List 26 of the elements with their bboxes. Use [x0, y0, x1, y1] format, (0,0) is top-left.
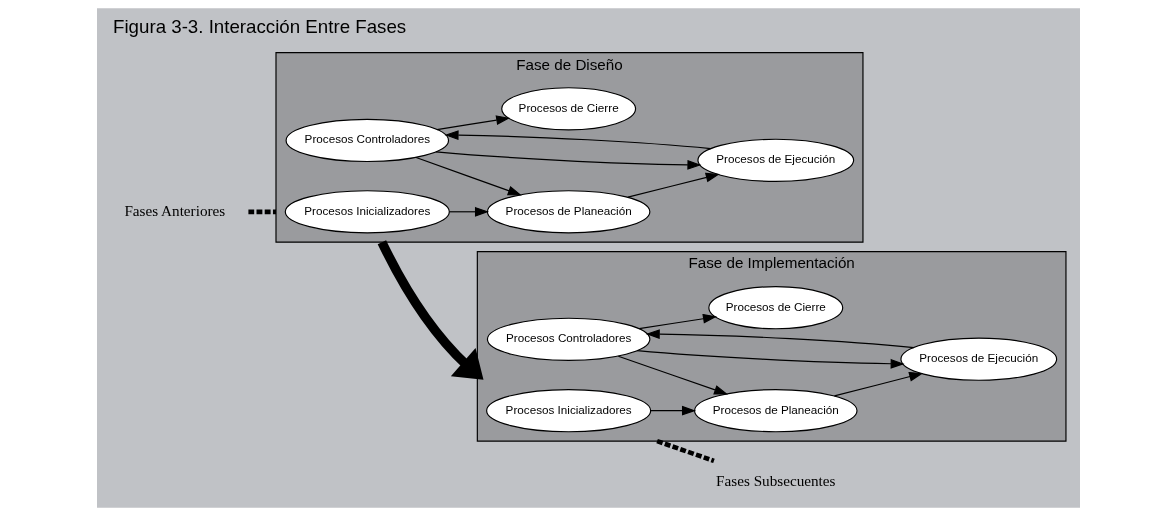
- connector: [655, 438, 715, 464]
- arrow: [435, 115, 510, 131]
- node-ellipse: Procesos de Planeación: [486, 190, 650, 234]
- node-ellipse: Procesos Inicializadores: [284, 190, 450, 234]
- arrow: [645, 329, 915, 349]
- node-ellipse: Procesos Controladores: [486, 317, 650, 361]
- node-text: Fases Subsecuentes: [715, 472, 835, 490]
- arrow: [636, 350, 905, 369]
- arrow: [415, 156, 522, 196]
- arrow: [444, 130, 711, 150]
- arrow: [617, 355, 728, 395]
- connector: [247, 209, 276, 215]
- arrow: [638, 313, 717, 330]
- arrow: [649, 405, 696, 416]
- arrow: [434, 151, 701, 170]
- node-ellipse: Procesos Controladores: [285, 118, 449, 163]
- diagram-title: Figura 3-3. Interacción Entre Fases: [112, 15, 406, 37]
- node-ellipse: Procesos de Cierre: [707, 286, 843, 330]
- node-ellipse: Procesos de Planeación: [693, 389, 858, 433]
- arrow: [448, 206, 489, 217]
- arrow: [626, 172, 720, 198]
- arrow: [833, 371, 923, 397]
- arrow: [377, 240, 483, 380]
- node-ellipse: Procesos de Cierre: [500, 87, 636, 131]
- node-ellipse: Procesos Inicializadores: [485, 389, 651, 433]
- node-text: Fases Anteriores: [123, 201, 225, 219]
